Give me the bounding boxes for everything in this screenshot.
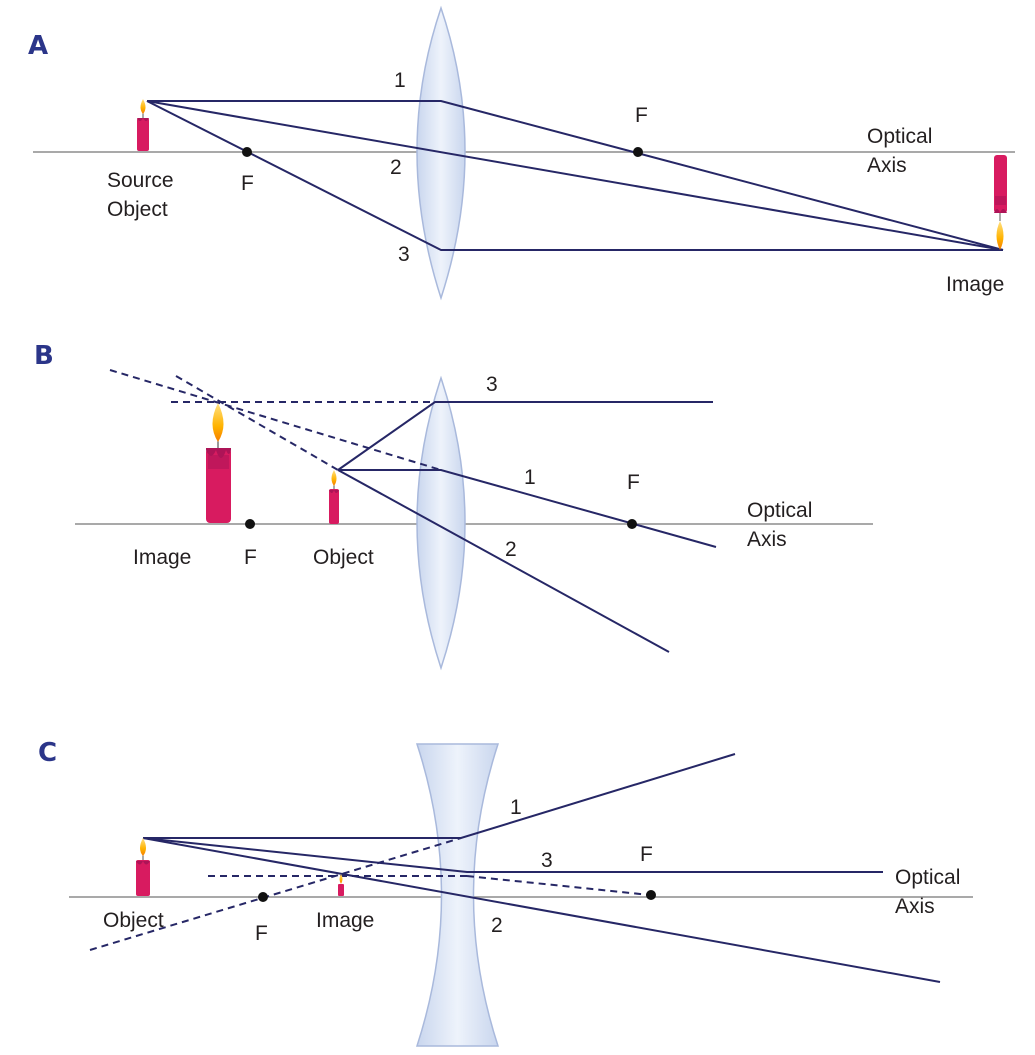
panel-c-virtual-ray-3-to-focus (466, 875, 651, 896)
panel-c-image-candle-icon (338, 874, 344, 896)
panel-b-axis-label-line2: Axis (747, 528, 787, 551)
panel-b-ray-label-1: 1 (524, 466, 536, 489)
panel-a-ray-label-1: 1 (394, 69, 406, 92)
panel-b-focal-point-right (627, 519, 637, 529)
panel-a-focal-point-left (242, 147, 252, 157)
panel-b-focal-point-left (245, 519, 255, 529)
panel-b-image-label: Image (133, 546, 191, 569)
panel-b-focal-label-left: F (244, 546, 257, 569)
panel-a-source-label-line1: Source (107, 169, 174, 192)
panel-b-virtual-ray-2 (175, 375, 339, 471)
panel-b-convex-lens (416, 375, 466, 671)
panel-c-image-label: Image (316, 909, 374, 932)
panel-c-axis-label-line2: Axis (895, 895, 935, 918)
panel-a-ray-1 (147, 100, 1004, 251)
panel-c-focal-label-right: F (640, 843, 653, 866)
panel-b-ray-label-3: 3 (486, 373, 498, 396)
panel-b-ray-1 (338, 469, 717, 548)
panel-a-focal-label-left: F (241, 172, 254, 195)
panel-a-letter: A (28, 31, 48, 61)
panel-a-axis-label-line2: Axis (867, 154, 907, 177)
panel-c-ray-3 (142, 837, 883, 873)
panel-b-object-candle-icon (329, 470, 339, 524)
panel-b-axis-label-line1: Optical (747, 499, 812, 522)
panel-b-letter: B (34, 341, 54, 371)
panel-c-ray-1 (143, 753, 736, 839)
panel-a-source-label-line2: Object (107, 198, 168, 221)
panel-c-object-candle-icon (136, 838, 150, 896)
panel-c-focal-point-left (258, 892, 268, 902)
panel-a-image-candle-icon (994, 155, 1007, 250)
panel-a-image-label: Image (946, 273, 1004, 296)
panel-b: B Image F Object (34, 341, 873, 671)
panel-c-ray-2 (142, 837, 941, 983)
panel-c-ray-label-3: 3 (541, 849, 553, 872)
panel-b-ray-3 (337, 401, 713, 471)
panel-c-ray-label-2: 2 (491, 914, 503, 937)
panel-a-ray-2 (146, 100, 1004, 251)
panel-c-ray-label-1: 1 (510, 796, 522, 819)
panel-b-focal-label-right: F (627, 471, 640, 494)
panel-b-ray-2 (337, 469, 670, 653)
panel-a: A Source Object F F 1 2 (28, 5, 1015, 301)
panel-b-object-label: Object (313, 546, 374, 569)
panel-b-ray-label-2: 2 (505, 538, 517, 561)
panel-b-image-candle-icon (206, 403, 231, 523)
panel-c-focal-point-right (646, 890, 656, 900)
panel-c: C Object F Image 1 3 F (38, 738, 973, 1047)
panel-c-axis-label-line1: Optical (895, 866, 960, 889)
panel-a-ray-label-3: 3 (398, 243, 410, 266)
panel-a-focal-point-right (633, 147, 643, 157)
panel-c-letter: C (38, 738, 57, 768)
panel-a-source-candle-icon (137, 99, 149, 151)
panel-c-object-label: Object (103, 909, 164, 932)
panel-a-ray-label-2: 2 (390, 156, 402, 179)
panel-a-axis-label-line1: Optical (867, 125, 932, 148)
panel-a-focal-label-right: F (635, 104, 648, 127)
panel-c-virtual-ray-1 (89, 837, 462, 951)
panel-c-focal-label-left: F (255, 922, 268, 945)
panel-b-virtual-ray-1 (109, 369, 442, 471)
